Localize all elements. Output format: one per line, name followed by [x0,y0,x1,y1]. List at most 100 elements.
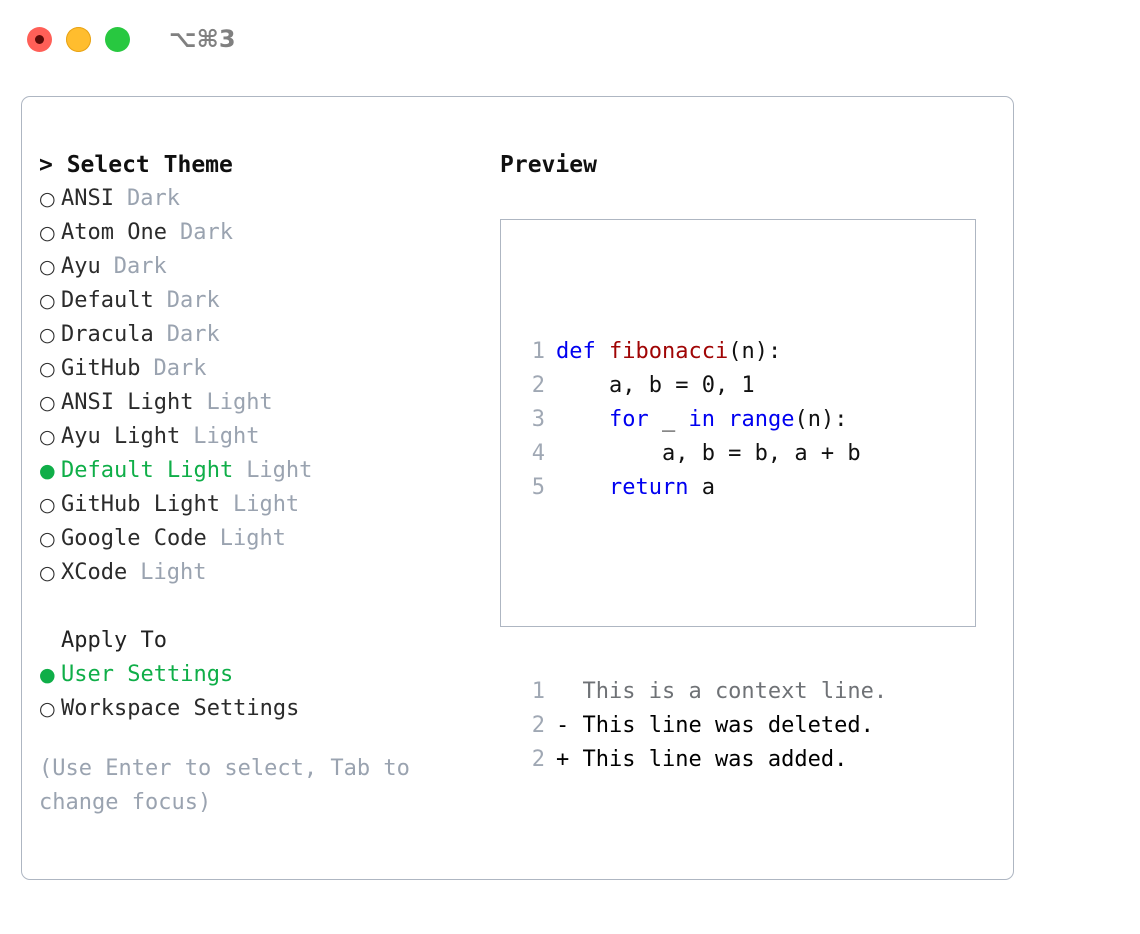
code-token: def [556,339,596,364]
diff-line-context: 1 This is a context line. [515,675,887,709]
apply-to-name: Workspace Settings [61,696,300,721]
code-token [715,407,728,432]
theme-option[interactable]: ○Dracula Dark [39,318,499,352]
code-token: a, b = b, a + b [556,441,861,466]
code-token: in [688,407,715,432]
code-token: _ [648,407,689,432]
diff-text: - This line was deleted. [556,713,874,738]
radio-selected-icon: ● [39,460,56,482]
theme-category: Light [219,526,286,551]
diff-lines: 1 This is a context line. 2 - This line wa… [515,675,887,777]
traffic-lights [27,26,130,52]
radio-unselected-icon: ○ [39,494,56,516]
apply-to-option[interactable]: ●User Settings [39,658,499,692]
close-button[interactable] [27,26,52,52]
line-number: 5 [531,475,545,500]
theme-option[interactable]: ○ANSI Light Light [39,386,499,420]
radio-unselected-icon: ○ [39,562,56,584]
apply-to-list[interactable]: ●User Settings○Workspace Settings [39,658,499,726]
line-number: 3 [531,407,545,432]
diff-line-added: 2 + This line was added. [515,743,887,777]
theme-category: Light [140,560,207,585]
radio-selected-icon: ● [39,664,56,686]
theme-option[interactable]: ○GitHub Light Light [39,488,499,522]
line-number: 2 [531,373,545,398]
theme-name: Atom One [61,220,167,245]
diff-text: This is a context line. [556,679,888,704]
theme-option[interactable]: ●Default Light Light [39,454,499,488]
radio-unselected-icon: ○ [39,324,56,346]
code-token [596,339,609,364]
code-token [556,475,609,500]
line-number: 2 [531,713,545,738]
theme-category: Dark [166,322,220,347]
code-line: 3 for _ in range(n): [515,403,887,437]
code-text: for _ in range(n): [556,403,847,437]
code-text: a, b = b, a + b [556,437,861,471]
theme-name: ANSI [61,186,114,211]
code-token: (n): [794,407,848,432]
maximize-button[interactable] [105,26,130,52]
title-bar: ⌥⌘3 [0,0,1140,78]
minimize-button[interactable] [66,26,91,52]
code-token: return [608,475,689,500]
code-diff-separator [515,573,887,607]
code-token: for [608,407,649,432]
radio-unselected-icon: ○ [39,256,56,278]
diff-text: + This line was added. [556,747,848,772]
code-token: a, b = 0, 1 [556,373,755,398]
radio-unselected-icon: ○ [39,290,56,312]
code-line: 4 a, b = b, a + b [515,437,887,471]
code-text: def fibonacci(n): [556,335,781,369]
theme-option[interactable]: ○Ayu Dark [39,250,499,284]
code-token: (n): [728,339,782,364]
radio-unselected-icon: ○ [39,358,56,380]
theme-name: Dracula [61,322,154,347]
code-line: 5 return a [515,471,887,505]
theme-name: GitHub Light [61,492,220,517]
code-token: a [688,475,715,500]
radio-unselected-icon: ○ [39,528,56,550]
theme-name: Default Light [61,458,234,483]
radio-unselected-icon: ○ [39,698,56,720]
line-number: 4 [531,441,545,466]
keyboard-shortcut-label: ⌥⌘3 [169,25,236,53]
theme-name: ANSI Light [61,390,194,415]
theme-name: Ayu [61,254,101,279]
line-number: 2 [531,747,545,772]
theme-option[interactable]: ○GitHub Dark [39,352,499,386]
code-line: 2 a, b = 0, 1 [515,369,887,403]
theme-name: Default [61,288,154,313]
code-text: a, b = 0, 1 [556,369,755,403]
theme-category: Dark [113,254,167,279]
line-number: 1 [531,339,545,364]
preview-header: Preview [500,152,597,178]
line-number: 1 [531,679,545,704]
theme-category: Light [206,390,273,415]
code-token [556,407,609,432]
theme-category: Light [232,492,300,517]
theme-category: Light [193,424,260,449]
apply-to-option[interactable]: ○Workspace Settings [39,692,499,726]
code-token: fibonacci [609,339,729,364]
radio-unselected-icon: ○ [39,392,56,414]
apply-to-label: Apply To [61,628,167,653]
theme-category: Light [246,458,313,483]
code-line: 1 def fibonacci(n): [515,335,887,369]
code-token: range [728,407,795,432]
theme-name: GitHub [61,356,141,381]
apply-to-name: User Settings [61,662,234,687]
theme-category: Dark [153,356,207,381]
theme-category: Dark [126,186,180,211]
